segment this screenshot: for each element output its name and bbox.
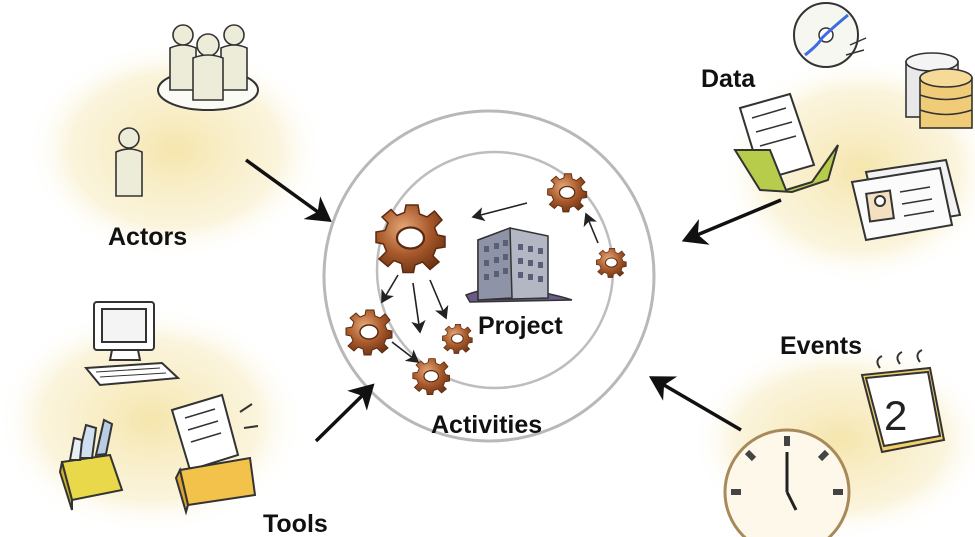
activity-flow-arrows bbox=[381, 202, 599, 363]
inbox-tray-icon bbox=[58, 418, 124, 511]
folder-icon bbox=[733, 92, 839, 194]
gear-icon-bottom bbox=[412, 358, 451, 396]
gear-icon-small-center bbox=[441, 323, 473, 355]
outer-ring bbox=[322, 109, 656, 443]
building-icon bbox=[464, 226, 573, 303]
cd-disc-icon bbox=[793, 2, 867, 68]
clock-icon bbox=[723, 428, 851, 537]
calendar-icon: 2 bbox=[860, 349, 946, 454]
events-label: Events bbox=[780, 332, 862, 360]
data-label: Data bbox=[701, 65, 756, 93]
gear-icon-right bbox=[595, 247, 627, 279]
gear-icon-large bbox=[374, 203, 447, 274]
person-icon bbox=[115, 127, 143, 197]
calendar-day: 2 bbox=[884, 392, 907, 439]
tools-label: Tools bbox=[263, 510, 328, 537]
database-icon bbox=[905, 52, 973, 129]
id-card-icon bbox=[850, 158, 962, 242]
tools-arrow bbox=[314, 383, 375, 443]
events-arrow bbox=[648, 376, 742, 432]
computer-icon bbox=[83, 301, 181, 387]
data-arrow bbox=[681, 198, 782, 245]
gear-icon-left bbox=[345, 309, 393, 356]
actors-arrow bbox=[244, 158, 332, 223]
project-label: Project bbox=[478, 312, 563, 340]
gear-icon-top-right bbox=[546, 173, 588, 213]
file-box-icon bbox=[170, 393, 259, 516]
activities-label: Activities bbox=[431, 411, 542, 439]
actors-label: Actors bbox=[108, 223, 187, 251]
people-group-icon bbox=[157, 24, 259, 111]
